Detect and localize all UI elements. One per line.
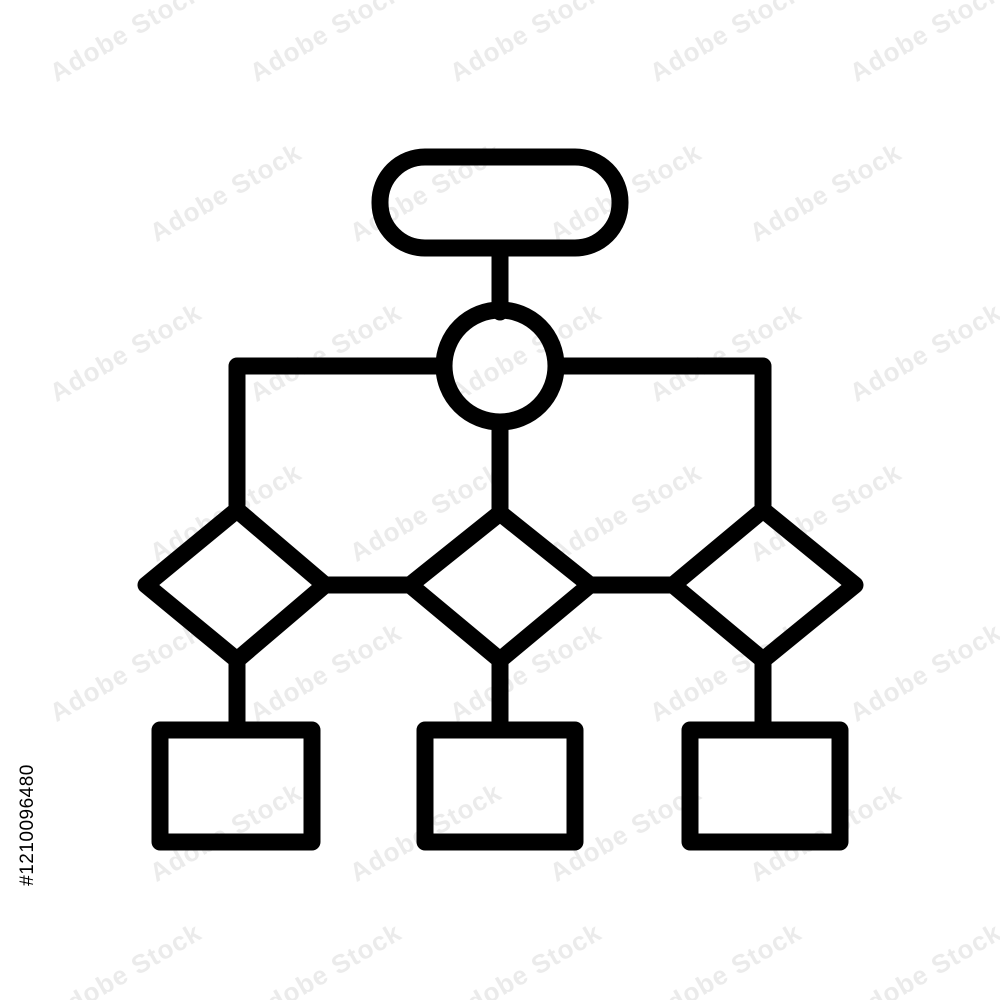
- image-id-label: #1210096480: [8, 600, 48, 1000]
- watermark-text: Adobe Stock: [844, 297, 1000, 408]
- watermark-text: Adobe Stock: [644, 0, 806, 88]
- watermark-text: Adobe Stock: [644, 297, 806, 408]
- watermark-text: Adobe Stock: [844, 0, 1000, 88]
- decision-diamond-center: [401, 504, 599, 669]
- watermark-text: Adobe Stock: [144, 137, 306, 248]
- decision-diamond-left: [137, 501, 334, 669]
- watermark-text: Adobe Stock: [144, 777, 306, 888]
- watermark-text: Adobe Stock: [744, 777, 906, 888]
- watermark-text: Adobe Stock: [444, 0, 606, 88]
- watermark-text: Adobe Stock: [344, 457, 506, 568]
- process-box-center: [416, 721, 584, 851]
- watermark-text: Adobe Stock: [44, 917, 206, 1000]
- connector-circle: [435, 301, 565, 431]
- decision-diamond-right: [664, 501, 864, 669]
- watermark-text: Adobe Stock: [244, 0, 406, 88]
- watermark-text: Adobe Stock: [44, 617, 206, 728]
- line-circle-to-left-branch: [228, 357, 451, 514]
- watermark-text: Adobe Stock: [644, 917, 806, 1000]
- watermark-text: Adobe Stock: [744, 137, 906, 248]
- line-circle-to-right-branch: [549, 357, 772, 514]
- terminator-shape: [371, 148, 629, 257]
- process-box-right: [681, 721, 849, 851]
- image-id-text: #1210096480: [17, 764, 38, 886]
- watermark-text: Adobe Stock: [244, 297, 406, 408]
- watermark-text: Adobe Stock: [44, 0, 206, 88]
- flowchart-art: [137, 148, 864, 851]
- watermark-text: Adobe Stock: [444, 917, 606, 1000]
- watermark-text: Adobe Stock: [244, 917, 406, 1000]
- watermark-text: Adobe Stock: [844, 917, 1000, 1000]
- watermark-text: Adobe Stock: [844, 617, 1000, 728]
- connector-lines: [228, 239, 772, 739]
- watermark-text: Adobe Stock: [544, 457, 706, 568]
- watermark-text: Adobe Stock: [44, 297, 206, 408]
- process-box-left: [151, 721, 321, 851]
